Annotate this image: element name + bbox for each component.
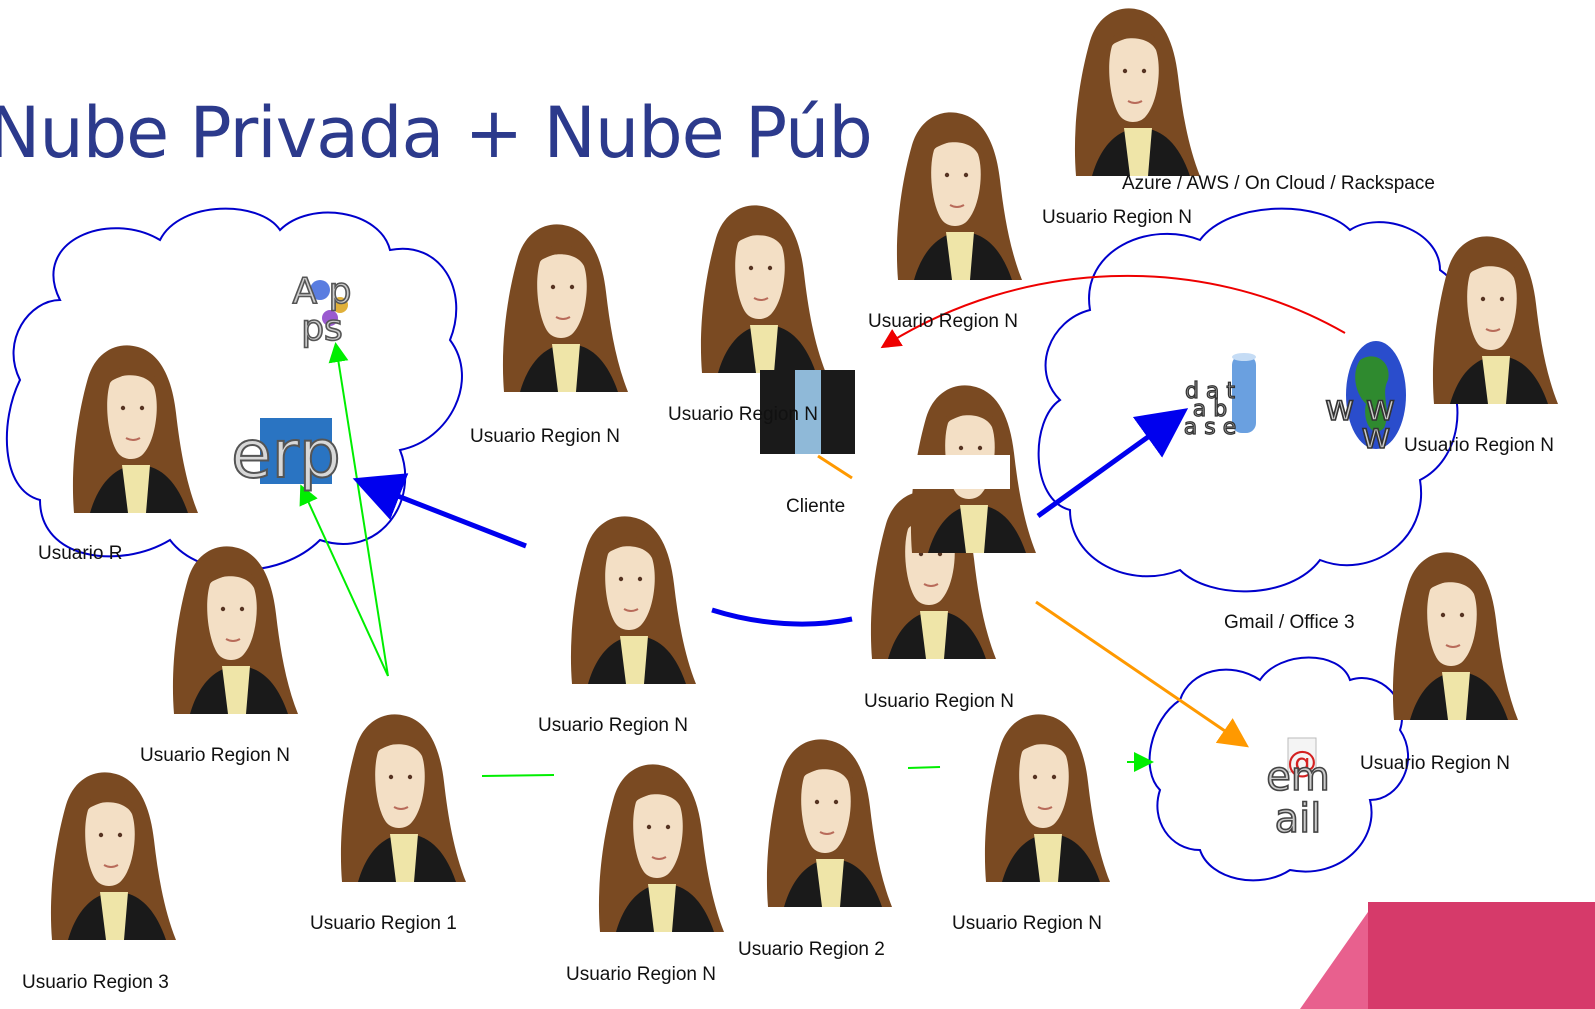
email-label-top: em [1266, 754, 1330, 800]
public-cloud-outline [1037, 207, 1464, 593]
email-label-bottom: ail [1275, 796, 1322, 842]
green-arrow [299, 484, 389, 677]
avatar [501, 223, 629, 393]
corner-accent [1368, 902, 1595, 1009]
user-label: Usuario Region N [566, 964, 716, 985]
orange-arrow [817, 454, 853, 480]
avatar [339, 713, 467, 883]
green-arrow [907, 766, 941, 769]
email-at-symbol: @ [1287, 745, 1317, 780]
avatar [569, 515, 697, 685]
private-cloud-outline [5, 207, 463, 571]
erp-icon: erp [230, 415, 342, 494]
avatar [1391, 551, 1519, 721]
avatar [597, 763, 725, 933]
email-cloud-outline [1148, 656, 1410, 882]
www-label-top: w w [1325, 388, 1395, 429]
database-row: a s e [1184, 415, 1236, 440]
www-label-bottom: w [1361, 416, 1390, 457]
user-label: Usuario Region N [1042, 207, 1192, 228]
user-label: Usuario Region 3 [22, 972, 169, 993]
avatar [1073, 7, 1201, 178]
gmail-cloud-label: Gmail / Office 3 [1224, 612, 1355, 633]
avatar [1431, 235, 1559, 405]
apps-label-top: A p [293, 271, 352, 312]
green-arrow [328, 342, 389, 677]
public-cloud-label: Azure / AWS / On Cloud / Rackspace [1122, 173, 1435, 194]
user-label: Usuario Region N [140, 745, 290, 766]
avatar [699, 204, 827, 374]
user-label: Usuario Region N [1360, 753, 1510, 774]
orange-arrow [1035, 600, 1249, 748]
client-label: Cliente [786, 496, 846, 517]
blue-arc [711, 607, 853, 627]
user-label: Usuario Region N [1404, 435, 1554, 456]
avatar [895, 111, 1023, 281]
database-icon: d a t a b a s e [1183, 353, 1256, 441]
avatar [171, 545, 299, 715]
database-row: d a t [1185, 379, 1235, 404]
blue-arrow [1036, 408, 1189, 519]
email-icon: @ em ail [1265, 737, 1331, 843]
apps-icon: A p ps [292, 270, 353, 350]
client-avatar [760, 370, 855, 454]
user-label: Usuario Region N [868, 311, 1018, 332]
avatar [71, 344, 199, 514]
user-label: Usuario Region 1 [310, 913, 457, 934]
blue-arrow [352, 473, 527, 549]
user-label: Usuario Region N [668, 404, 818, 425]
user-label: Usuario R [38, 543, 123, 564]
apps-label-bottom: ps [301, 308, 343, 349]
user-label: Usuario Region N [952, 913, 1102, 934]
user-label: Usuario Region N [864, 691, 1014, 712]
database-row: a b [1193, 397, 1227, 422]
page-title: Nube Privada + Nube Púb [0, 92, 873, 174]
user-label: Usuario Region N [538, 715, 688, 736]
avatar [49, 771, 178, 941]
erp-label: erp [231, 416, 341, 493]
avatar [765, 738, 893, 908]
green-arrow [481, 774, 555, 777]
globe-icon: w w w [1324, 341, 1406, 458]
avatar [983, 713, 1111, 883]
red-arrow [880, 274, 1346, 349]
user-label: Usuario Region N [470, 426, 620, 447]
user-label: Usuario Region 2 [738, 939, 885, 960]
